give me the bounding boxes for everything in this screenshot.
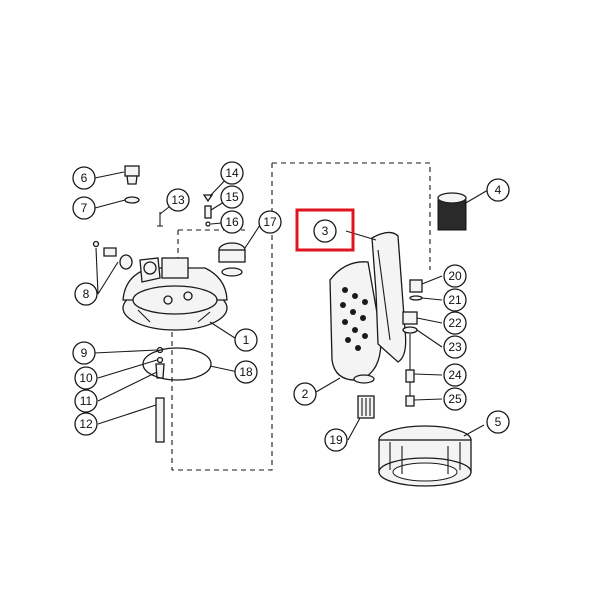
svg-text:19: 19 bbox=[329, 433, 343, 447]
svg-text:11: 11 bbox=[80, 394, 93, 408]
cap-17 bbox=[218, 242, 246, 277]
svg-text:10: 10 bbox=[79, 371, 93, 385]
callout-20: 20 bbox=[443, 264, 467, 288]
svg-text:18: 18 bbox=[239, 365, 253, 379]
svg-text:9: 9 bbox=[81, 346, 88, 360]
svg-text:24: 24 bbox=[448, 368, 462, 382]
callout-16: 16 bbox=[220, 210, 244, 234]
callout-1: 1 bbox=[234, 328, 258, 352]
callout-17: 17 bbox=[258, 210, 282, 234]
svg-text:22: 22 bbox=[448, 316, 462, 330]
callout-10: 10 bbox=[74, 366, 98, 390]
callout-21: 21 bbox=[443, 288, 467, 312]
callout-15: 15 bbox=[220, 185, 244, 209]
callout-13: 13 bbox=[166, 188, 190, 212]
callout-22: 22 bbox=[443, 311, 467, 335]
right-column-parts bbox=[402, 279, 423, 407]
callout-9: 9 bbox=[72, 341, 96, 365]
ring-5 bbox=[378, 425, 472, 487]
oring-7 bbox=[124, 196, 140, 204]
callout-12: 12 bbox=[74, 412, 98, 436]
svg-text:15: 15 bbox=[225, 190, 239, 204]
svg-text:12: 12 bbox=[79, 417, 93, 431]
callout-7: 7 bbox=[72, 196, 96, 220]
knob-19 bbox=[357, 395, 375, 419]
svg-text:5: 5 bbox=[495, 415, 502, 429]
svg-text:25: 25 bbox=[448, 392, 462, 406]
basket-2 bbox=[329, 261, 382, 384]
fitting-6 bbox=[124, 165, 140, 185]
svg-text:2: 2 bbox=[302, 387, 309, 401]
screw-14-16 bbox=[202, 194, 214, 227]
svg-text:6: 6 bbox=[81, 171, 88, 185]
callout-19: 19 bbox=[324, 428, 348, 452]
svg-text:17: 17 bbox=[263, 215, 277, 229]
callout-24: 24 bbox=[443, 363, 467, 387]
callout-4: 4 bbox=[486, 178, 510, 202]
svg-text:13: 13 bbox=[171, 193, 185, 207]
leader-lines bbox=[93, 171, 489, 441]
callout-labels: 6 7 8 13 14 15 16 17 1 18 9 10 11 12 4 3… bbox=[72, 161, 510, 452]
callout-23: 23 bbox=[443, 335, 467, 359]
svg-text:20: 20 bbox=[448, 269, 462, 283]
callout-18: 18 bbox=[234, 360, 258, 384]
callout-2: 2 bbox=[293, 382, 317, 406]
svg-text:3: 3 bbox=[322, 224, 329, 238]
svg-text:21: 21 bbox=[448, 293, 462, 307]
callout-11: 11 bbox=[74, 389, 98, 413]
svg-text:7: 7 bbox=[81, 201, 88, 215]
oring-18 bbox=[142, 347, 212, 381]
svg-text:23: 23 bbox=[448, 340, 462, 354]
callout-3: 3 bbox=[313, 219, 337, 243]
svg-text:1: 1 bbox=[243, 333, 250, 347]
valve-8 bbox=[92, 240, 133, 270]
filter-4 bbox=[437, 192, 467, 231]
svg-text:8: 8 bbox=[83, 287, 90, 301]
highlight-box-part-3 bbox=[295, 208, 355, 252]
pin-13 bbox=[157, 212, 163, 227]
callout-5: 5 bbox=[486, 410, 510, 434]
housing-body bbox=[122, 257, 228, 331]
svg-text:4: 4 bbox=[495, 183, 502, 197]
svg-text:16: 16 bbox=[225, 215, 239, 229]
svg-text:14: 14 bbox=[225, 166, 239, 180]
callout-6: 6 bbox=[72, 166, 96, 190]
lower-parts-9-12 bbox=[155, 346, 165, 443]
callout-25: 25 bbox=[443, 387, 467, 411]
callout-8: 8 bbox=[74, 282, 98, 306]
callout-14: 14 bbox=[220, 161, 244, 185]
